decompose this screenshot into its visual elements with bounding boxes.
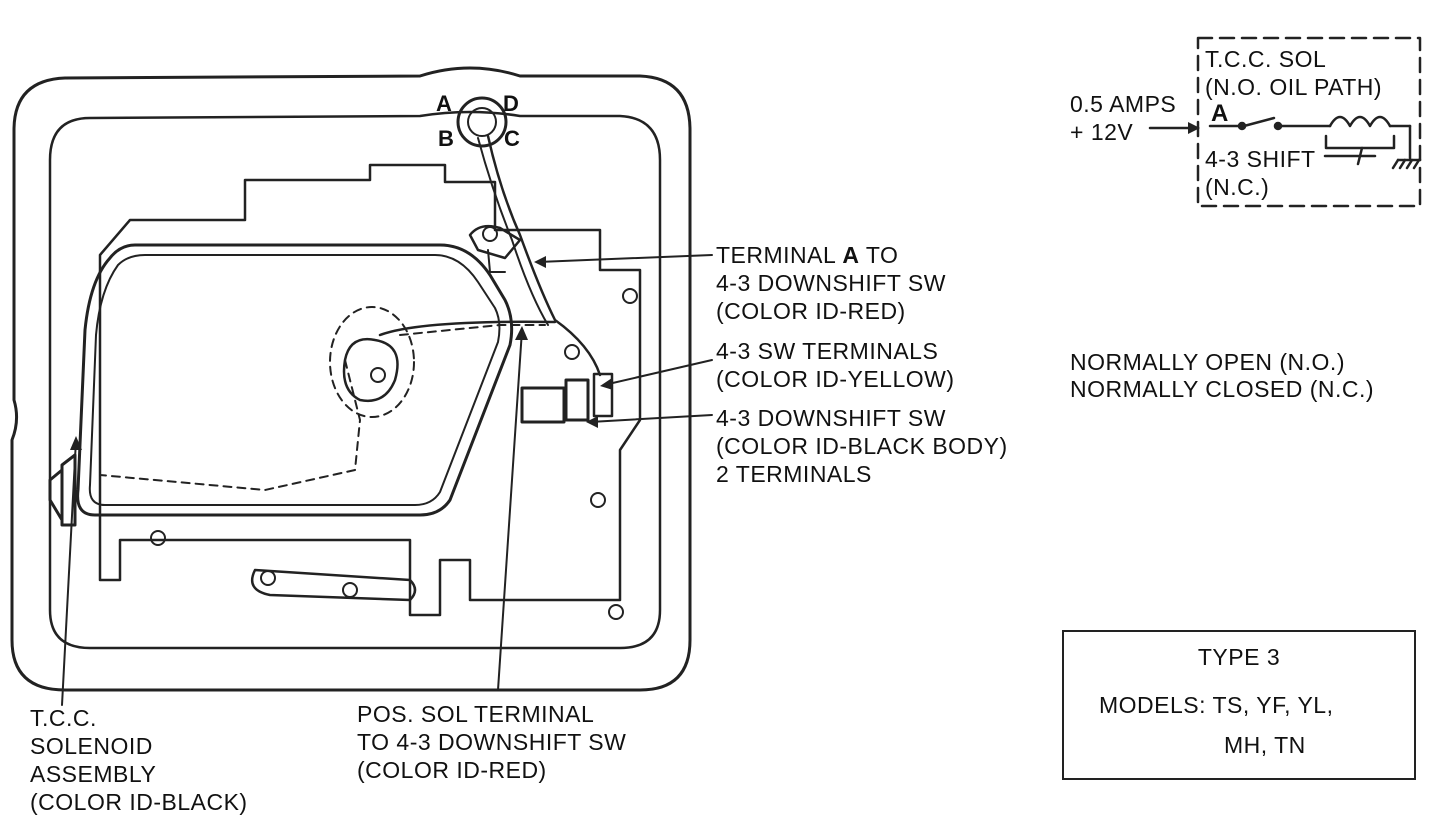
dashed-ring [329, 306, 415, 418]
leader-pos-sol [497, 329, 523, 691]
connector-inner [467, 107, 497, 137]
tcc-line2: SOLENOID [30, 733, 153, 759]
type-title: TYPE 3 [1197, 644, 1281, 670]
schematic-shift-label: 4-3 SHIFT [1205, 146, 1316, 172]
terminal-a-line3: (COLOR ID-RED) [716, 298, 906, 324]
sw-terminal-block [564, 378, 590, 422]
pin-d-label: D [503, 91, 519, 116]
ground-hatch [1412, 158, 1421, 170]
ground-hatch [1398, 158, 1407, 170]
terminal-a-line1-suffix: TO [859, 242, 899, 268]
type-models-line1: MODELS: TS, YF, YL, [1099, 692, 1334, 718]
tcc-solenoid [48, 453, 77, 527]
upper-dashed-path [399, 324, 546, 336]
pan-inner-outline [48, 110, 662, 650]
pos-sol-wire [378, 320, 557, 337]
ground-hatch [1405, 158, 1414, 170]
pos-sol-callout: POS. SOL TERMINAL TO 4-3 DOWNSHIFT SW (C… [357, 700, 626, 784]
schematic [1148, 36, 1422, 208]
arrowhead [515, 326, 528, 340]
schematic-amps: 0.5 AMPS [1070, 91, 1177, 117]
downshift-sw-line2: (COLOR ID-BLACK BODY) [716, 433, 1008, 459]
bolt [482, 226, 498, 242]
solenoid-dashed-path [99, 359, 361, 491]
pos-sol-line2: TO 4-3 DOWNSHIFT SW [357, 729, 627, 755]
schematic-shift-state: (N.C.) [1205, 174, 1270, 200]
pos-sol-line3: (COLOR ID-RED) [357, 757, 547, 783]
arrowhead [1188, 122, 1200, 134]
sw-terminals-callout: 4-3 SW TERMINALS (COLOR ID-YELLOW) [716, 337, 955, 393]
leader-sw-terminals [603, 359, 713, 386]
tcc-assembly-callout: T.C.C. SOLENOID ASSEMBLY (COLOR ID-BLACK… [30, 704, 248, 816]
pin-c-label: C [504, 126, 520, 151]
coil-core [1324, 134, 1396, 150]
schematic-sol-path: (N.O. OIL PATH) [1205, 74, 1383, 100]
legend-normally-closed: NORMALLY CLOSED (N.C.) [1070, 376, 1375, 402]
shift-switch-mark [1356, 146, 1364, 166]
type-box: TYPE 3 MODELS: TS, YF, YL, MH, TN [1062, 630, 1416, 780]
downshift-sw-line1: 4-3 DOWNSHIFT SW [716, 405, 946, 431]
arrowhead [600, 378, 613, 390]
terminal-a-callout: TERMINAL A TO 4-3 DOWNSHIFT SW (COLOR ID… [716, 241, 946, 325]
legend-normally-open: NORMALLY OPEN (N.O.) [1070, 349, 1345, 375]
bolt [150, 530, 166, 546]
pos-sol-line1: POS. SOL TERMINAL [357, 701, 595, 727]
schematic-voltage: + 12V [1070, 119, 1134, 145]
type-models-line2: MH, TN [1224, 732, 1306, 758]
bolt [564, 344, 580, 360]
solenoid-coil [1328, 115, 1392, 128]
tcc-line4: (COLOR ID-BLACK) [30, 789, 248, 815]
terminal-a-line1-prefix: TERMINAL [716, 242, 843, 268]
bolt [342, 582, 358, 598]
arrowhead [70, 436, 82, 450]
filter-inner-outline [88, 254, 501, 506]
pin-b-label: B [438, 126, 454, 151]
leader-downshift-sw [589, 414, 713, 423]
clip-stem [487, 249, 506, 273]
bolt [590, 492, 606, 508]
arrowhead [534, 256, 546, 268]
bolt [608, 604, 624, 620]
downshift-switch-body [520, 386, 566, 424]
center-bolt [370, 367, 386, 383]
harness-wire [486, 134, 602, 377]
terminal-a-line2: 4-3 DOWNSHIFT SW [716, 270, 946, 296]
filter-outline [76, 243, 514, 517]
schematic-terminal-a: A [1211, 100, 1229, 127]
sw-yellow-terminal [592, 372, 614, 418]
schematic-dashed-box [1196, 36, 1422, 208]
bolt [260, 570, 276, 586]
connector-ring [456, 96, 508, 148]
bottom-lever [250, 568, 417, 602]
arrowhead [586, 416, 598, 428]
bolt [622, 288, 638, 304]
tcc-line1: T.C.C. [30, 705, 97, 731]
tcc-line3: ASSEMBLY [30, 761, 157, 787]
schematic-sol-title: T.C.C. SOL [1205, 46, 1327, 72]
ground-hatch [1391, 158, 1400, 170]
sw-terminals-line1: 4-3 SW TERMINALS [716, 338, 939, 364]
pan-outer-outline [10, 66, 692, 692]
valve-body-outline [98, 163, 642, 617]
downshift-sw-line3: 2 TERMINALS [716, 461, 872, 487]
downshift-sw-callout: 4-3 DOWNSHIFT SW (COLOR ID-BLACK BODY) 2… [716, 404, 1008, 488]
center-bracket [342, 337, 399, 403]
harness-wire-2 [477, 137, 549, 326]
switch-blade [1242, 116, 1276, 128]
leader-terminal-a [537, 254, 713, 263]
terminal-a-bold: A [842, 242, 860, 268]
pin-a-label: A [436, 91, 452, 116]
leader-tcc [61, 439, 77, 706]
sw-terminals-line2: (COLOR ID-YELLOW) [716, 366, 955, 392]
